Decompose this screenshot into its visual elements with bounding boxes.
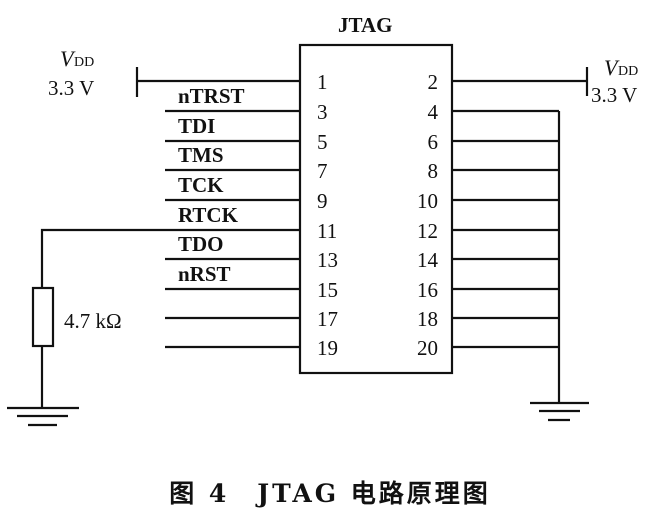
- signal-label-tdi: TDI: [178, 114, 215, 138]
- pin-number-left: 3: [317, 100, 328, 124]
- ground-right-icon: [530, 401, 589, 422]
- vdd-right-subscript: DD: [618, 64, 638, 79]
- jtag-connector-box: [298, 43, 454, 375]
- pin-number-left: 7: [317, 159, 328, 183]
- signal-label-nrst: nRST: [178, 262, 231, 286]
- pin-number-right: 14: [417, 248, 439, 272]
- pin-number-left: 9: [317, 189, 328, 213]
- pin-number-right: 2: [428, 70, 439, 94]
- ground-left-icon: [7, 406, 79, 427]
- pin-number-left: 15: [317, 278, 338, 302]
- pin-number-right: 10: [417, 189, 438, 213]
- signal-label-tck: TCK: [178, 173, 224, 197]
- pin-number-right: 12: [417, 219, 438, 243]
- pin-number-right: 16: [417, 278, 438, 302]
- vdd-right-voltage: 3.3 V: [591, 83, 637, 107]
- figure-caption: 图 4 JTAG 电路原理图: [169, 479, 491, 508]
- signal-label-tdo: TDO: [178, 232, 224, 256]
- resistor-value: 4.7 kΩ: [64, 309, 122, 333]
- pin-number-right: 8: [428, 159, 439, 183]
- pin-number-left: 5: [317, 130, 328, 154]
- pin-number-left: 1: [317, 70, 328, 94]
- pin-number-right: 6: [428, 130, 439, 154]
- vdd-left-symbol: V: [60, 46, 76, 71]
- vdd-left-subscript: DD: [74, 55, 94, 70]
- pin-number-left: 17: [317, 307, 338, 331]
- rtck-pulldown-wire: [40, 228, 300, 288]
- pin-number-left: 13: [317, 248, 338, 272]
- pin-number-right: 20: [417, 336, 438, 360]
- pin-number-left: 19: [317, 336, 338, 360]
- pin-number-right: 4: [428, 100, 439, 124]
- signal-label-ntrst: nTRST: [178, 84, 245, 108]
- signal-label-rtck: RTCK: [178, 203, 239, 227]
- vdd-left-voltage: 3.3 V: [48, 76, 94, 100]
- pin-number-left: 11: [317, 219, 337, 243]
- vdd-right-symbol: V: [604, 55, 620, 80]
- connector-title: JTAG: [338, 13, 392, 37]
- signal-label-tms: TMS: [178, 143, 224, 167]
- resistor: [31, 286, 55, 348]
- pin-number-right: 18: [417, 307, 438, 331]
